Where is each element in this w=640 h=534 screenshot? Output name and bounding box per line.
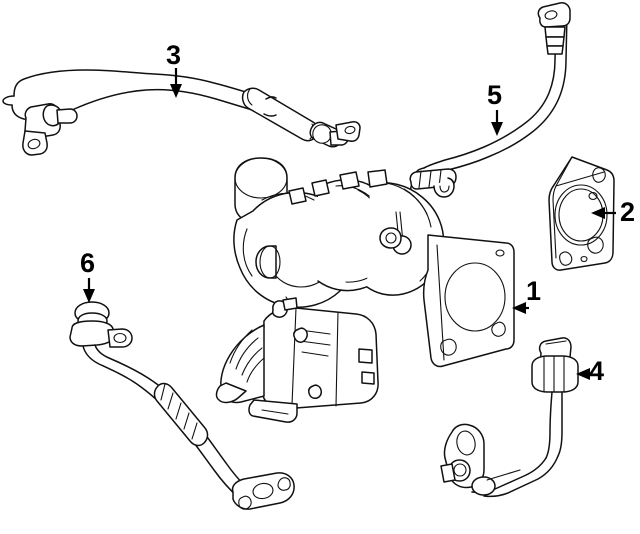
arrowhead-1 bbox=[512, 302, 526, 314]
part-3-vacuum-hose-assembly bbox=[2, 69, 361, 156]
callout-label-3: 3 bbox=[166, 40, 182, 70]
part-1-turbocharger-assembly bbox=[215, 157, 515, 423]
callout-label-5: 5 bbox=[487, 80, 503, 110]
callout-label-4: 4 bbox=[589, 356, 605, 386]
arrowhead-2 bbox=[591, 207, 605, 219]
arrowhead-5 bbox=[491, 122, 503, 136]
arrowhead-6 bbox=[83, 289, 95, 303]
arrowhead-4 bbox=[576, 368, 590, 380]
callout-label-1: 1 bbox=[526, 276, 542, 306]
callout-label-2: 2 bbox=[620, 197, 636, 227]
callout-label-6: 6 bbox=[80, 248, 96, 278]
arrowhead-3 bbox=[170, 84, 182, 98]
callout-leaders bbox=[83, 68, 616, 380]
part-4-coolant-return-line bbox=[440, 337, 579, 498]
part-5-oil-feed-tube bbox=[409, 2, 571, 198]
part-2-turbocharger-gasket bbox=[548, 156, 615, 271]
part-6-oil-drain-tube bbox=[69, 301, 295, 510]
